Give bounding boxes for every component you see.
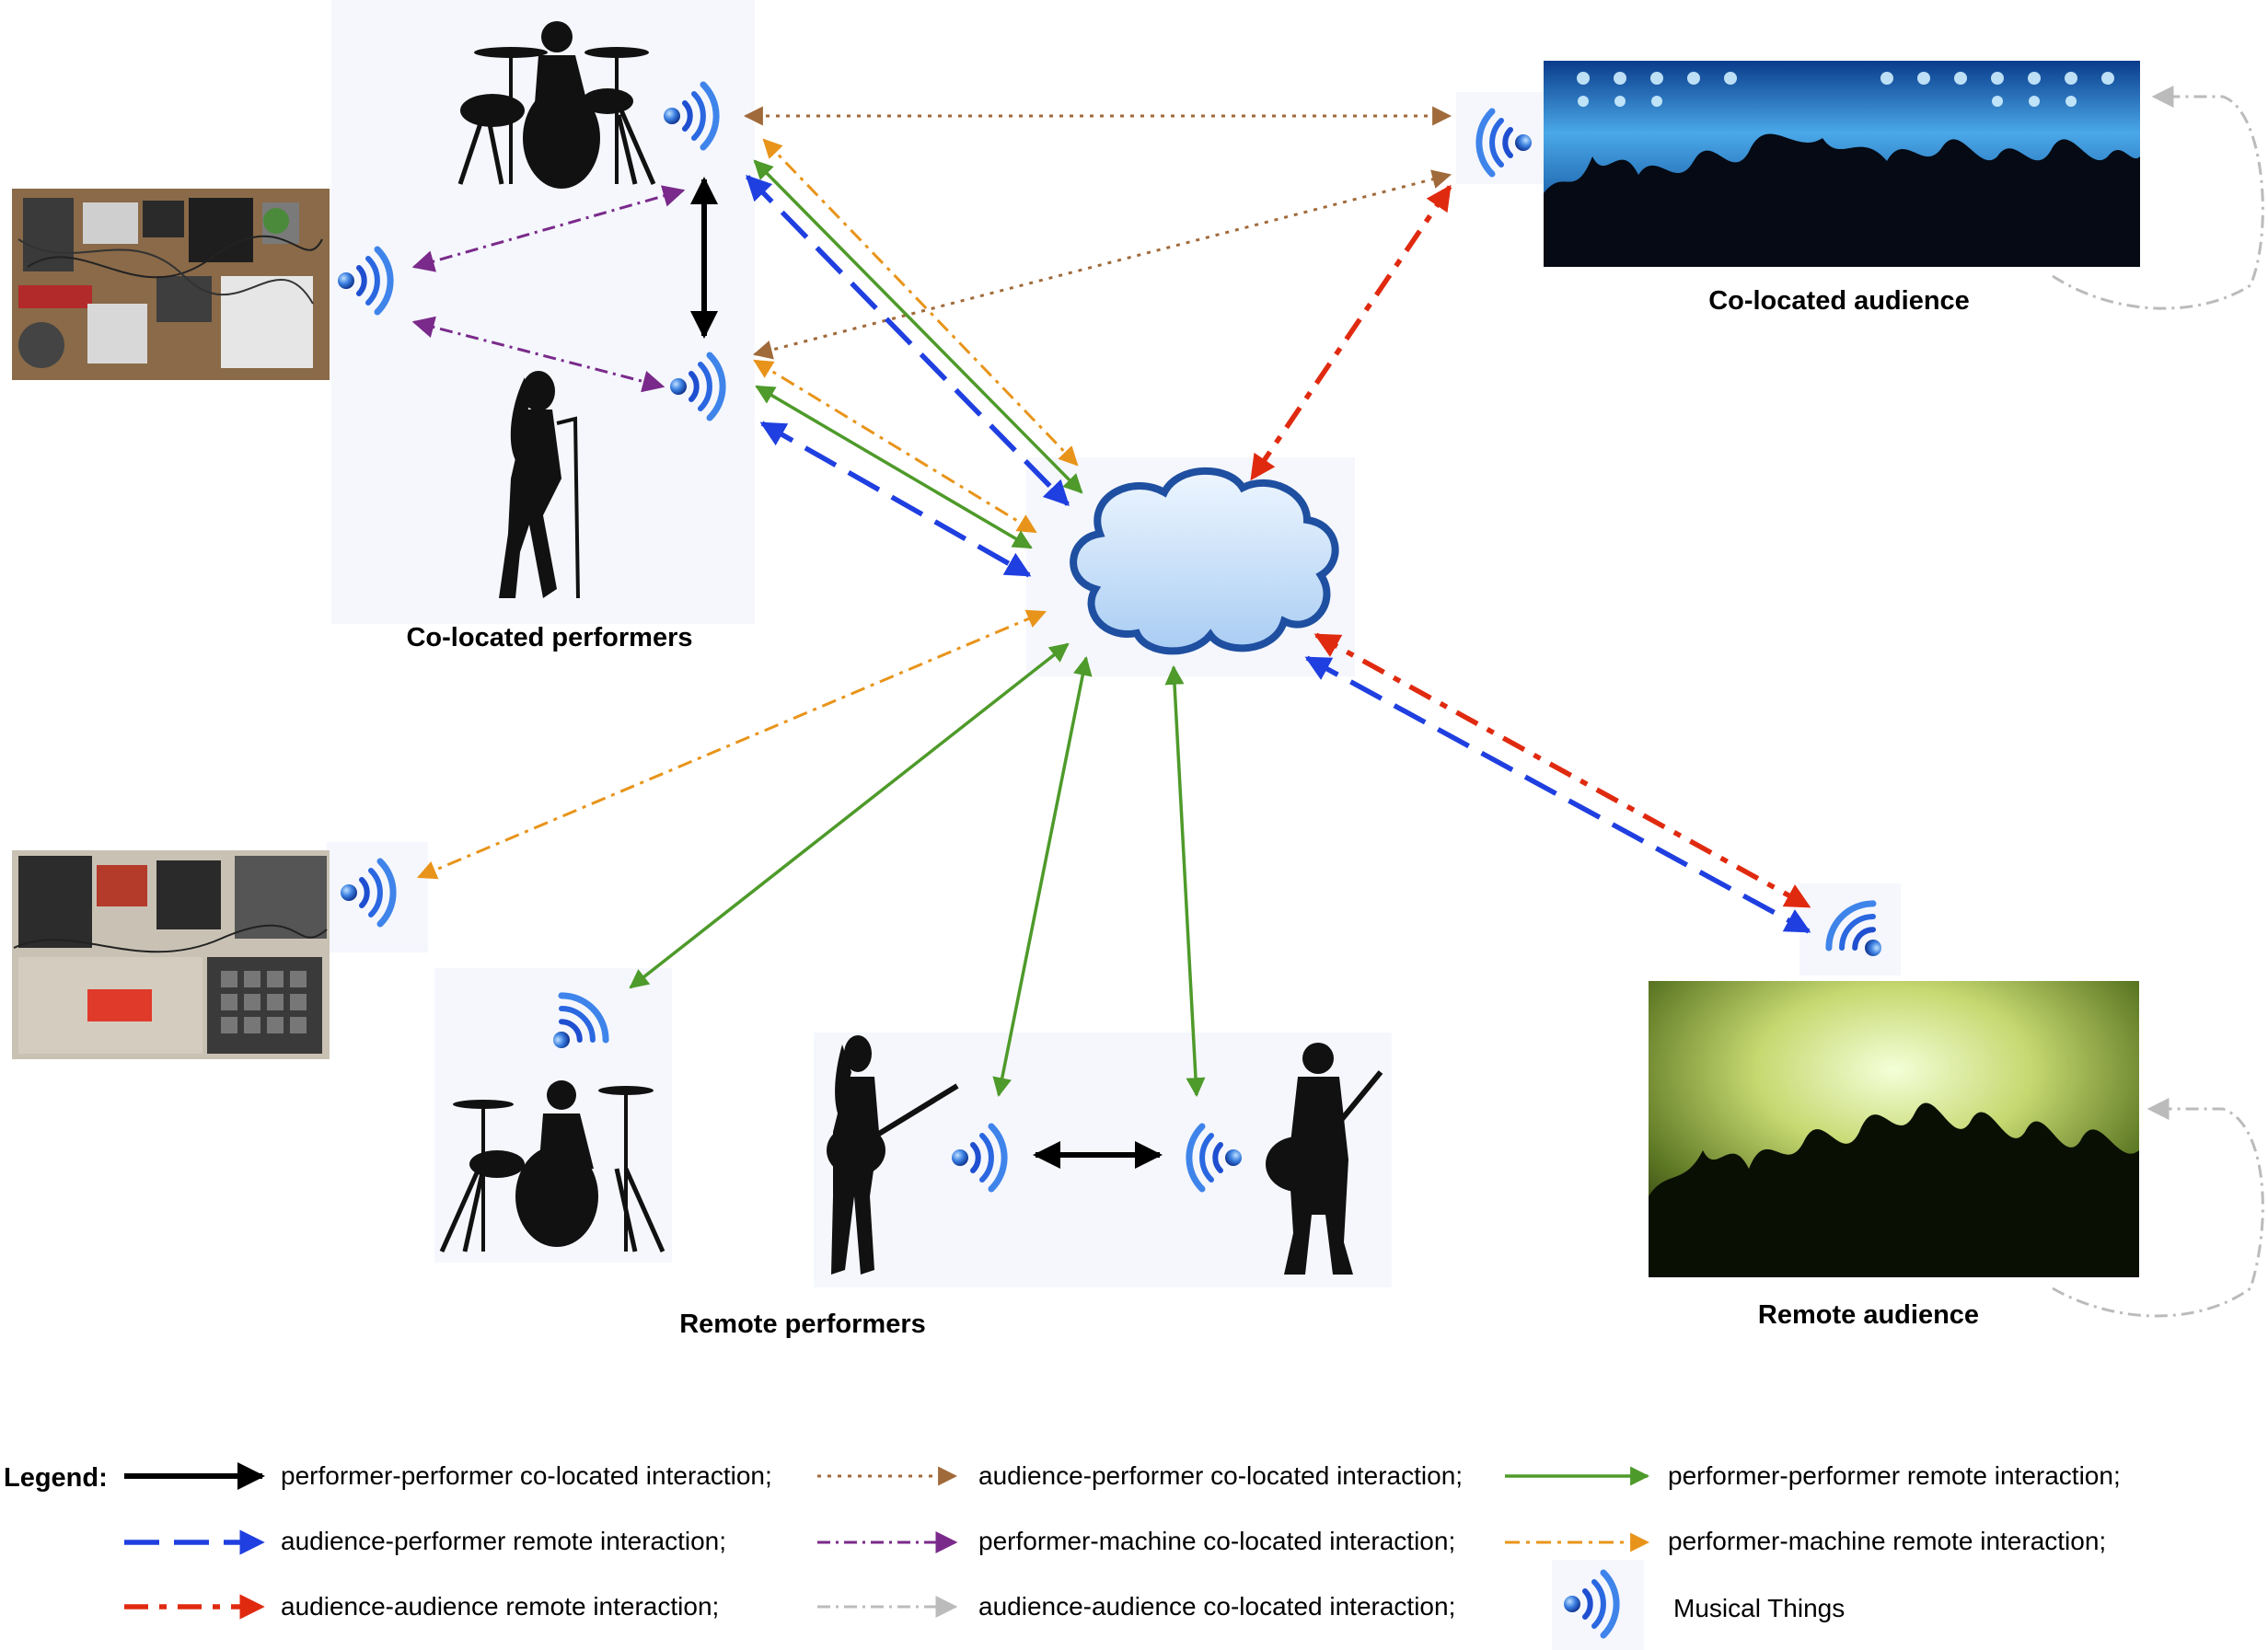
remote-drummer-silhouette-icon <box>439 1080 665 1253</box>
effects-pedalboard-photo <box>12 189 330 380</box>
legend-item: performer-machine remote interaction; <box>1668 1527 2107 1555</box>
legend-item: Musical Things <box>1673 1594 1846 1622</box>
cloud-icon <box>1070 467 1339 655</box>
remote-audience-label: Remote audience <box>1757 1300 1980 1330</box>
audience-wifi-panel <box>1456 92 1548 184</box>
concert-crowd-blue-photo <box>1544 61 2140 267</box>
drummer-silhouette-icon <box>457 21 656 189</box>
legend-item: audience-performer co-located interactio… <box>978 1461 1464 1490</box>
legend-item: audience-performer remote interaction; <box>281 1527 727 1555</box>
legend-item: performer-performer co-located interacti… <box>281 1461 772 1490</box>
legend-item: audience-audience co-located interaction… <box>978 1592 1456 1621</box>
connections <box>411 86 2264 1318</box>
colocated-performers-label: Co-located performers <box>406 623 693 652</box>
legend-item: audience-audience remote interaction; <box>281 1592 720 1621</box>
remote-performers-label: Remote performers <box>679 1310 926 1339</box>
guitarist-female-silhouette-icon <box>827 1035 959 1275</box>
drum-machine-setup-photo <box>12 850 330 1059</box>
legend-item: performer-performer remote interaction; <box>1668 1461 2121 1490</box>
guitarist-male-silhouette-icon <box>1266 1043 1383 1275</box>
concert-crowd-green-photo <box>1649 981 2139 1277</box>
legend-title: Legend: <box>4 1463 108 1493</box>
legend-symbols <box>124 1462 1650 1650</box>
colocated-audience-label: Co-located audience <box>1708 286 1970 316</box>
legend-item: performer-machine co-located interaction… <box>978 1527 1456 1555</box>
